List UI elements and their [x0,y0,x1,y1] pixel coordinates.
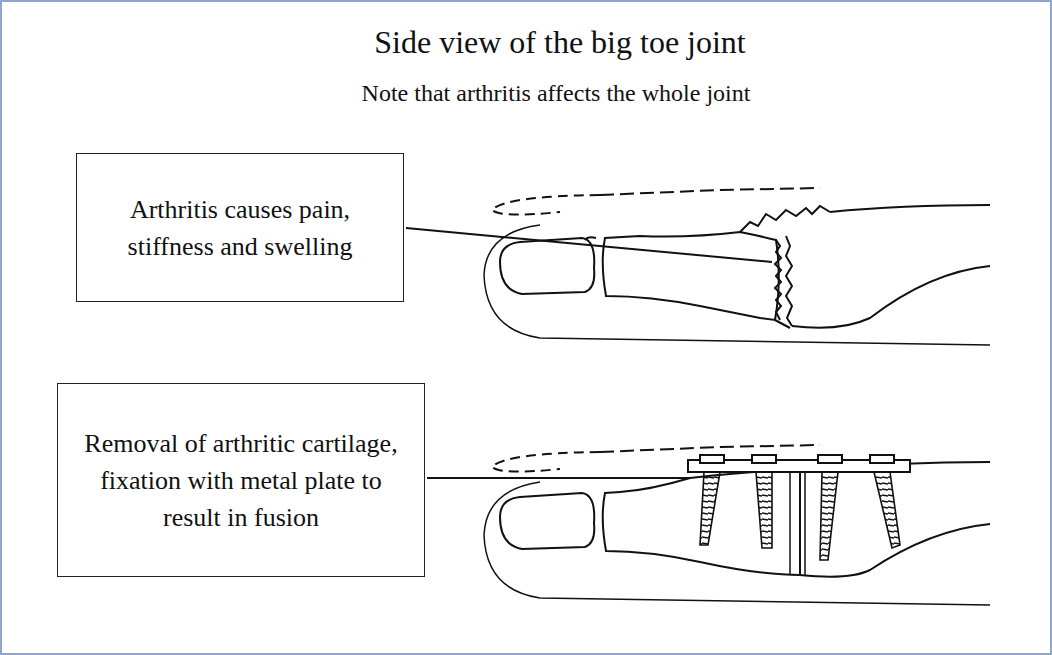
callout-text: Arthritis causes pain, stiffness and swe… [105,191,375,265]
toe-arthritic [484,188,990,345]
leader-line [427,477,690,479]
subtitle: Note that arthritis affects the whole jo… [30,80,1052,107]
callout-text: Removal of arthritic cartilage, fixation… [76,425,406,536]
callout-box: Arthritis causes pain, stiffness and swe… [76,153,404,302]
leader-line [406,228,772,262]
callout-box: Removal of arthritic cartilage, fixation… [57,383,425,577]
screws [700,472,900,560]
title: Side view of the big toe joint [0,24,1052,61]
toe-fused [484,445,990,605]
